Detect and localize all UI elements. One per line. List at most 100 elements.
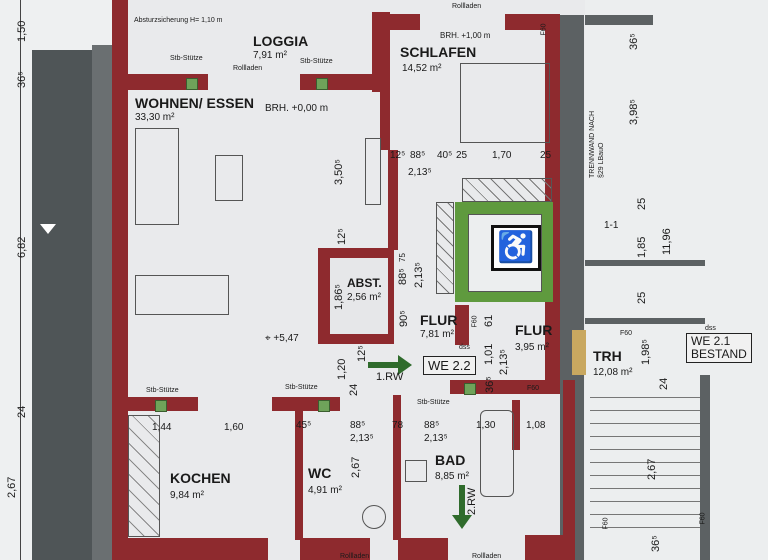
escape-route-2: 2.RW bbox=[466, 487, 478, 515]
stair-wall-b bbox=[585, 318, 705, 324]
escape-arrow-down-head bbox=[452, 515, 472, 529]
dim: 1,44 bbox=[152, 422, 172, 433]
note-rollladen: Rollladen bbox=[472, 553, 502, 560]
dim: 45⁵ bbox=[296, 420, 312, 431]
dim: 2,13⁵ bbox=[408, 167, 432, 178]
dim: 2,67 bbox=[646, 458, 658, 480]
wall-bottom-c bbox=[398, 538, 448, 560]
section-arrow-icon bbox=[40, 224, 56, 234]
dim: 40⁵ bbox=[437, 150, 453, 161]
wheelchair-lift-icon: ♿ bbox=[491, 225, 541, 271]
dim: 61 bbox=[483, 314, 495, 327]
dim: 1,86⁵ bbox=[333, 284, 345, 310]
escape-arrow-right-icon bbox=[368, 362, 398, 368]
room-kochen: KOCHEN bbox=[170, 470, 231, 486]
dim: 88⁵ bbox=[410, 150, 426, 161]
wall-mid-c bbox=[450, 380, 560, 394]
note-rollladen: Rollladen bbox=[452, 3, 482, 10]
note-stuetze: Stb-Stütze bbox=[417, 399, 450, 406]
dim: 2,13⁵ bbox=[424, 433, 448, 444]
dim: 36⁵ bbox=[16, 71, 28, 88]
stair-wall-top bbox=[585, 15, 653, 25]
fire-door[interactable] bbox=[572, 330, 586, 375]
section-mark: 1-1 bbox=[604, 220, 619, 231]
neighbour-wall-inner bbox=[92, 45, 112, 560]
fire-rating-label: F60 bbox=[699, 512, 707, 525]
support-column bbox=[186, 78, 198, 90]
dim: 1,01 bbox=[483, 343, 495, 365]
dim: 88⁵ bbox=[397, 268, 409, 285]
note-stuetze: Stb-Stütze bbox=[300, 58, 333, 65]
note-brh-wohnen: BRH. +0,00 m bbox=[265, 103, 329, 114]
wall-schlafen-left bbox=[380, 30, 390, 150]
bathtub bbox=[480, 410, 514, 497]
room-trh: TRH bbox=[593, 348, 622, 364]
wardrobe bbox=[365, 138, 381, 205]
note-rollladen: Rollladen bbox=[233, 65, 263, 72]
wall-bad-right bbox=[512, 400, 520, 450]
room-wohnen-area: 33,30 m² bbox=[135, 112, 175, 123]
escape-arrow-down-icon bbox=[459, 485, 465, 515]
dim: 36⁵ bbox=[650, 535, 662, 552]
bed bbox=[460, 63, 550, 143]
fire-rating-label: F60 bbox=[602, 517, 610, 530]
dim: 24 bbox=[348, 383, 360, 396]
dim: 1,50 bbox=[16, 20, 28, 42]
escape-arrow-right-head bbox=[398, 355, 412, 375]
level-value: +5,47 bbox=[273, 333, 299, 344]
wall-bottom-d bbox=[525, 535, 575, 560]
dim: 2,13⁵ bbox=[350, 433, 374, 444]
support-column bbox=[464, 383, 476, 395]
fire-rating-label: F60 bbox=[540, 23, 548, 36]
shaft-void-left bbox=[436, 202, 454, 294]
dim: 88⁵ bbox=[350, 420, 366, 431]
shaft-void bbox=[462, 178, 552, 202]
wall-bottom-a bbox=[128, 538, 268, 560]
room-flur-1: FLUR bbox=[420, 312, 458, 328]
escape-route-1: 1.RW bbox=[376, 371, 404, 383]
room-abst-area: 2,56 m² bbox=[347, 292, 381, 303]
note-stuetze: Stb-Stütze bbox=[170, 55, 203, 62]
dim: 75 bbox=[398, 253, 407, 262]
stairs[interactable] bbox=[590, 385, 700, 535]
support-column bbox=[316, 78, 328, 90]
room-abst: ABST. bbox=[347, 276, 382, 290]
dim: 25 bbox=[456, 150, 468, 161]
dim: 36⁵ bbox=[628, 33, 640, 50]
dimension-line-left bbox=[20, 0, 21, 560]
wall-flur bbox=[455, 305, 469, 345]
wall-schlafen-top-a bbox=[380, 14, 420, 30]
we21-bestand: BESTAND bbox=[691, 347, 747, 361]
wall-wc bbox=[295, 410, 303, 540]
note-rollladen: Rollladen bbox=[340, 553, 370, 560]
dim: 2,67 bbox=[6, 476, 18, 498]
dim: 12⁵ bbox=[390, 150, 406, 161]
trennwand-line1: TRENNWAND NACH bbox=[589, 110, 596, 178]
room-flur-2: FLUR bbox=[515, 322, 553, 338]
note-stuetze: Stb-Stütze bbox=[146, 387, 179, 394]
dim: 1,20 bbox=[336, 358, 348, 380]
wall-core-left bbox=[388, 150, 398, 250]
wall-bottom-b bbox=[300, 538, 370, 560]
room-wc-area: 4,91 m² bbox=[308, 485, 342, 496]
dim: 1,30 bbox=[476, 420, 496, 431]
dim: 36⁵ bbox=[484, 376, 496, 393]
stair-wall-a bbox=[585, 260, 705, 266]
room-loggia: LOGGIA bbox=[253, 33, 309, 49]
support-column bbox=[155, 400, 167, 412]
unit-tag-we22: WE 2.2 bbox=[423, 356, 476, 375]
neighbour-wall bbox=[32, 50, 92, 560]
dim: 11,96 bbox=[661, 228, 673, 255]
dim: 78 bbox=[392, 420, 404, 431]
dim: 1,60 bbox=[224, 422, 244, 433]
toilet bbox=[362, 505, 386, 529]
dim: 25 bbox=[636, 291, 648, 304]
dim: 2,13⁵ bbox=[498, 349, 510, 375]
room-schlafen: SCHLAFEN bbox=[400, 44, 477, 60]
note-brh-schlafen: BRH. +1,00 m bbox=[440, 31, 491, 40]
room-loggia-area: 7,91 m² bbox=[253, 50, 287, 61]
dim: 90⁵ bbox=[398, 310, 410, 327]
wall-schlafen-top-b bbox=[505, 14, 560, 30]
dim: 1,98⁵ bbox=[640, 339, 652, 365]
